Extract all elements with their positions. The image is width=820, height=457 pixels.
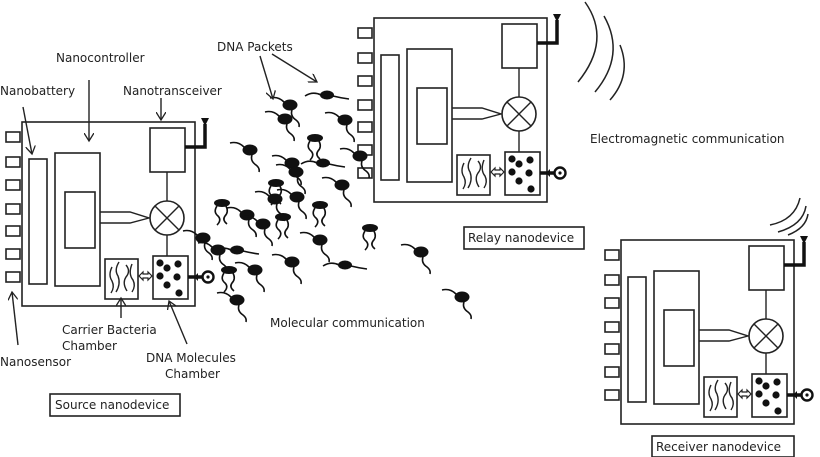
dna-packet — [311, 200, 329, 228]
dna-packet — [306, 133, 324, 161]
dna-packet — [234, 261, 266, 293]
dna-packets-arrow-2 — [271, 53, 317, 82]
receiver-nanodevice — [603, 234, 815, 426]
dna-packet — [213, 198, 231, 226]
nanobattery-label: Nanobattery — [0, 84, 75, 98]
dna-molecules-arrow — [169, 301, 188, 345]
dna-packet — [441, 288, 473, 320]
dna-packet — [324, 111, 356, 143]
carrier-bacteria-label-line2: Chamber — [62, 339, 117, 353]
dna-packet — [300, 157, 346, 169]
dna-packet — [271, 253, 303, 285]
relay-nanodevice — [356, 12, 568, 204]
receiver-caption: Receiver nanodevice — [651, 435, 795, 457]
dna-packet — [299, 231, 331, 263]
receiver-caption-text: Receiver nanodevice — [656, 440, 781, 454]
dna-packet — [274, 212, 292, 240]
nanotransceiver-label: Nanotransceiver — [123, 84, 222, 98]
dna-molecules-label-line1: DNA Molecules — [146, 351, 236, 365]
dna-packet — [242, 215, 274, 247]
nanobattery-arrow — [22, 106, 32, 154]
dna-packet — [264, 110, 296, 142]
em-waves-receiver — [769, 197, 809, 236]
nanocontroller-label: Nanocontroller — [56, 51, 145, 65]
dna-packets-arrow-1 — [259, 55, 273, 99]
dna-packet — [220, 265, 238, 293]
dna-packet — [229, 141, 261, 173]
nanosensor-label: Nanosensor — [0, 355, 71, 369]
nanosensor-arrow — [12, 292, 19, 346]
source-caption-text: Source nanodevice — [55, 398, 169, 412]
electromagnetic-communication-label: Electromagnetic communication — [590, 132, 785, 146]
relay-caption: Relay nanodevice — [463, 226, 585, 250]
em-waves-relay — [577, 1, 625, 101]
source-nanodevice — [4, 116, 216, 308]
dna-packet — [361, 223, 379, 251]
source-caption: Source nanodevice — [49, 393, 181, 417]
dna-packet — [216, 291, 247, 323]
molecular-communication-label: Molecular communication — [270, 316, 425, 330]
dna-packet — [321, 176, 353, 208]
dna-packet — [400, 243, 432, 275]
dna-packet — [226, 206, 258, 238]
carrier-bacteria-label-line1: Carrier Bacteria — [62, 323, 157, 337]
relay-caption-text: Relay nanodevice — [468, 231, 574, 245]
dna-packets-label: DNA Packets — [217, 40, 293, 54]
dna-packet — [304, 89, 350, 101]
dna-molecules-label-line2: Chamber — [165, 367, 220, 381]
